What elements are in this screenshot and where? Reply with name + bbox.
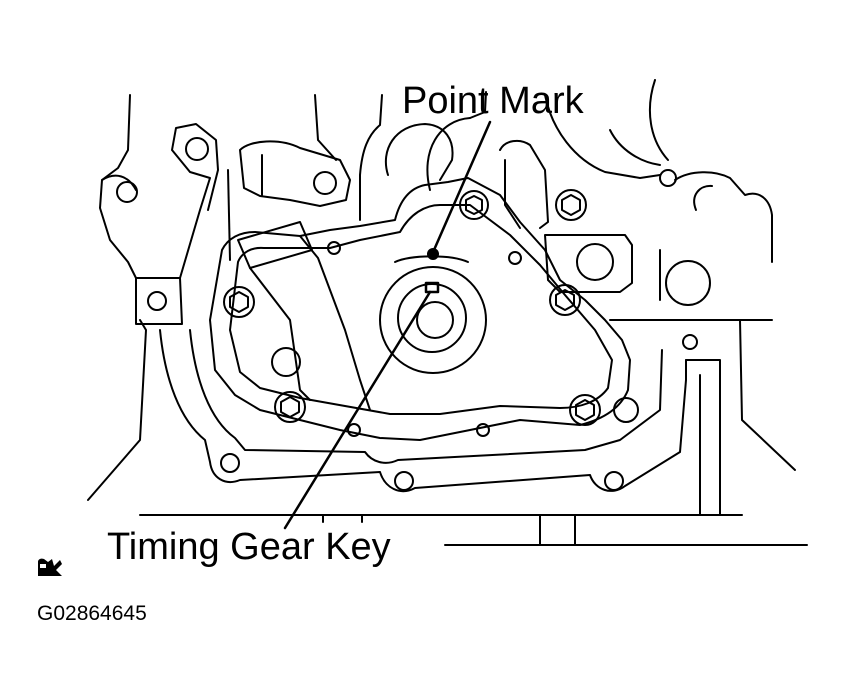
small-hole xyxy=(508,251,522,265)
upper-left-arm xyxy=(171,123,219,279)
cover-bolt-hole xyxy=(604,471,624,491)
small-hole xyxy=(327,241,341,255)
relief-valve-plug xyxy=(271,347,301,377)
arm-bolt-hole xyxy=(185,137,209,161)
right-boss-hole xyxy=(576,243,614,281)
gear-outer xyxy=(379,266,487,374)
bolt-hex-head xyxy=(569,394,601,426)
gear-inner xyxy=(397,283,467,353)
small-hole xyxy=(476,423,490,437)
small-hole xyxy=(613,397,639,423)
crank-bore xyxy=(416,301,454,339)
point-mark-dot xyxy=(427,248,439,260)
timing-key-leader xyxy=(283,290,432,530)
right-small-hole xyxy=(682,334,698,350)
flange-bolts xyxy=(223,189,639,437)
right-bolt-hole xyxy=(659,169,677,187)
figure-id: G02864645 xyxy=(37,602,147,625)
cover-bolt-hole xyxy=(394,471,414,491)
upper-center-structure xyxy=(227,94,383,261)
right-large-hole xyxy=(665,260,711,306)
upper-middle-bosses xyxy=(384,91,487,191)
timing-gear-key-label: Timing Gear Key xyxy=(107,526,391,568)
engine-block-left-outline xyxy=(87,94,147,501)
right-rails xyxy=(685,319,796,516)
right-boss-blocks xyxy=(544,234,773,350)
bolt-hex-head xyxy=(555,189,587,221)
cover-bolt-hole xyxy=(220,453,240,473)
drive-gear xyxy=(379,248,487,374)
relief-valve-housing xyxy=(237,221,371,411)
timing-key-slot xyxy=(424,281,440,294)
base-plate xyxy=(139,514,808,546)
bolt-hex-head xyxy=(223,286,255,318)
upper-right-structure xyxy=(499,79,773,263)
small-hole xyxy=(347,423,361,437)
leader-lines xyxy=(283,120,492,530)
upper-bolt-hole xyxy=(313,171,337,195)
point-mark-leader xyxy=(432,120,492,252)
publisher-logo-icon xyxy=(38,558,62,576)
point-mark-label: Point Mark xyxy=(402,80,584,122)
cover-outline xyxy=(159,329,687,493)
lug-bolt-hole xyxy=(147,291,167,311)
bolt-hex-head xyxy=(274,391,306,423)
bolt-hex-head xyxy=(459,190,489,220)
left-mounting-lug xyxy=(116,181,183,325)
lug-bolt-hole xyxy=(116,181,138,203)
bolt-hex-head xyxy=(549,284,581,316)
